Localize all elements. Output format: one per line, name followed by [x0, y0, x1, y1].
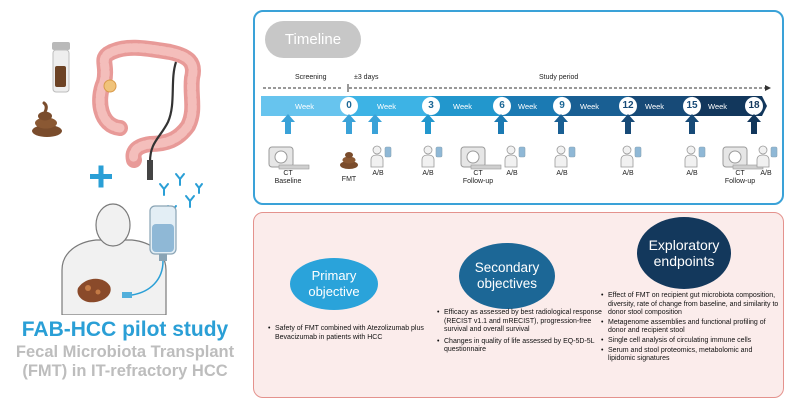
list-item: Safety of FMT combined with Atezolizumab… [268, 325, 428, 342]
week-label: Week [295, 102, 315, 111]
ct-scanner-icon [268, 146, 310, 170]
ab-label: A/B [506, 170, 518, 177]
baseline-label: Baseline [274, 178, 302, 185]
exploratory-endpoints-title-line2: endpoints [653, 253, 715, 269]
week-number: 6 [499, 100, 505, 111]
ab-label: A/B [556, 170, 568, 177]
week-number: 18 [748, 100, 760, 111]
timeline-band-segment [349, 96, 436, 116]
week-number: 0 [346, 100, 352, 111]
week-number: 9 [559, 100, 565, 111]
list-item: Serum and stool proteomics, metabolomic … [601, 347, 779, 364]
timeline-band-segment [628, 96, 697, 116]
week-label: Week [708, 102, 728, 111]
timeline-panel: Timeline Screening ±3 days Study period [253, 10, 784, 205]
exploratory-endpoints-bubble: Exploratory endpoints [637, 217, 731, 289]
week-number: 15 [686, 100, 698, 111]
study-subtitle-line2: (FMT) in IT-refractory HCC [22, 362, 228, 380]
arrowhead-icon [765, 85, 771, 91]
patient-iv-icon [504, 145, 526, 168]
follow-up-label: Follow-up [724, 178, 756, 185]
week-label: Week [518, 102, 538, 111]
patient-iv-icon [684, 145, 706, 168]
up-arrow-icon [494, 114, 508, 134]
fmt-illustration [32, 39, 203, 316]
event-arrows [281, 114, 761, 134]
primary-objective-bubble: Primary objective [290, 258, 378, 310]
week-label: Week [580, 102, 600, 111]
week-number: 12 [622, 100, 634, 111]
week-markers [340, 97, 763, 115]
exploratory-endpoints-list: Effect of FMT on recipient gut microbiot… [601, 292, 779, 365]
up-arrow-icon [421, 114, 435, 134]
patient-iv-icon [370, 145, 392, 168]
secondary-objectives-title-line2: objectives [476, 276, 538, 291]
ab-label: A/B [686, 170, 698, 177]
primary-objective-title-line1: Primary [311, 268, 357, 283]
stool-icon [340, 152, 358, 169]
patient-iv-icon [620, 145, 642, 168]
list-item: Changes in quality of life assessed by E… [437, 338, 612, 355]
ab-label: A/B [760, 170, 772, 177]
up-arrow-icon [685, 114, 699, 134]
timeline-graphic [261, 84, 778, 170]
plus-minus-label: ±3 days [354, 74, 379, 81]
patient-iv-icon [554, 145, 576, 168]
primary-objective-title-line2: objective [308, 284, 360, 299]
exploratory-endpoints-title-line1: Exploratory [648, 237, 720, 253]
secondary-objectives-title-line1: Secondary [474, 260, 540, 275]
plus-icon [90, 165, 112, 188]
list-item: Effect of FMT on recipient gut microbiot… [601, 292, 779, 318]
list-item: Single cell analysis of circulating immu… [601, 337, 779, 346]
patient-icon [61, 203, 167, 316]
primary-objective-list: Safety of FMT combined with Atezolizumab… [268, 325, 428, 345]
up-arrow-icon [281, 114, 295, 134]
secondary-objectives-bubble: Secondary objectives [459, 243, 555, 309]
ct-label: CT [283, 170, 293, 177]
patient-iv-icon [756, 145, 778, 168]
timeline-band-segment [261, 96, 354, 116]
iv-bag-icon [131, 205, 177, 296]
ct-scanner-icon [722, 146, 764, 170]
patient-iv-icon [421, 145, 443, 168]
ct-label: CT [735, 170, 745, 177]
ct-scanner-icon [460, 146, 502, 170]
timeline-band-segment [562, 96, 633, 116]
ct-label: CT [473, 170, 483, 177]
colon-icon [92, 39, 201, 180]
sample-tube-icon [52, 42, 70, 93]
ab-label: A/B [622, 170, 634, 177]
secondary-objectives-list: Efficacy as assessed by best radiologica… [437, 309, 612, 358]
objectives-panel: Primary objective Safety of FMT combined… [253, 212, 784, 398]
timeline-pill: Timeline [265, 21, 361, 58]
list-item: Efficacy as assessed by best radiologica… [437, 309, 612, 335]
screening-label: Screening [295, 74, 327, 81]
up-arrow-icon [554, 114, 568, 134]
study-illustration-panel: FAB-HCC pilot study Fecal Microbiota Tra… [0, 0, 250, 405]
stool-icon [32, 101, 62, 137]
antibody-icon [159, 173, 203, 218]
list-item: Metagenome assemblies and functional pro… [601, 319, 779, 336]
follow-up-label: Follow-up [462, 178, 494, 185]
study-subtitle-line1: Fecal Microbiota Transplant [15, 343, 235, 361]
week-label: Week [453, 102, 473, 111]
up-arrow-icon [342, 114, 356, 134]
week-label: Week [645, 102, 665, 111]
study-period-label: Study period [539, 74, 579, 81]
fmt-label: FMT [341, 176, 357, 183]
ab-label: A/B [372, 170, 384, 177]
study-title: FAB-HCC pilot study [21, 318, 229, 341]
up-arrow-icon [621, 114, 635, 134]
timeline-band-segment [502, 96, 567, 116]
ab-label: A/B [422, 170, 434, 177]
up-arrow-icon [368, 114, 382, 134]
timeline-band-segment [431, 96, 507, 116]
up-arrow-icon [747, 114, 761, 134]
week-number: 3 [428, 100, 434, 111]
week-label: Week [377, 102, 397, 111]
